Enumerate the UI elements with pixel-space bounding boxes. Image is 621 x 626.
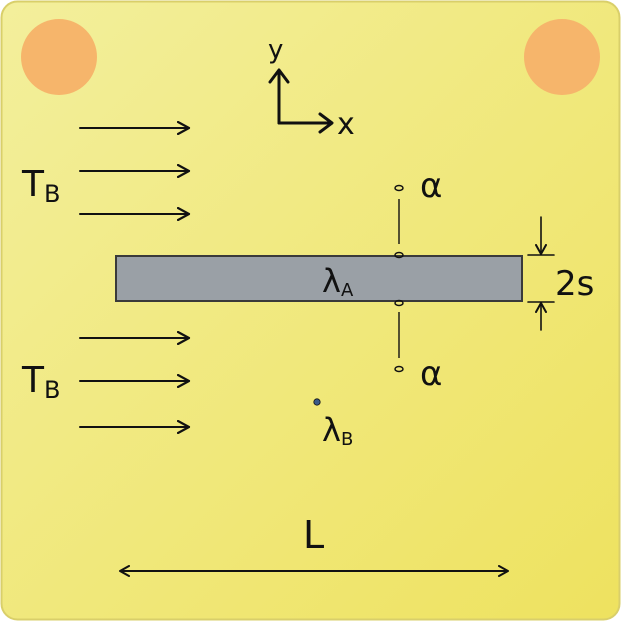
marker-point bbox=[394, 365, 404, 373]
x-axis-arrowhead bbox=[318, 112, 334, 134]
length-label: L bbox=[303, 513, 324, 557]
fluid-conductivity-label: λB bbox=[322, 411, 353, 450]
upper-heat-transfer-marker bbox=[394, 184, 404, 259]
lower-heat-transfer-marker bbox=[394, 299, 404, 373]
pin-right bbox=[524, 19, 600, 95]
lower-free-stream-temperature-label: TB bbox=[21, 360, 60, 404]
coordinate-axes bbox=[268, 68, 334, 134]
upper-heat-transfer-label: α bbox=[420, 166, 442, 206]
pin-left bbox=[21, 19, 97, 95]
plate bbox=[115, 255, 523, 302]
marker-point bbox=[394, 251, 404, 259]
lower-flow-arrows bbox=[79, 338, 189, 427]
y-axis-arrowhead bbox=[268, 68, 290, 84]
thickness-label: 2s bbox=[555, 264, 594, 304]
plate-conductivity-label: λA bbox=[322, 262, 354, 301]
y-axis-label: y bbox=[268, 35, 283, 65]
upper-free-stream-temperature-label: TB bbox=[21, 164, 60, 208]
lower-heat-transfer-label: α bbox=[420, 354, 442, 394]
marker-point bbox=[394, 184, 404, 192]
x-axis-label: x bbox=[337, 107, 355, 142]
marker-point bbox=[394, 299, 404, 307]
thickness-dimension bbox=[527, 216, 555, 331]
upper-flow-arrows bbox=[79, 128, 189, 214]
fluid-point bbox=[313, 398, 321, 406]
